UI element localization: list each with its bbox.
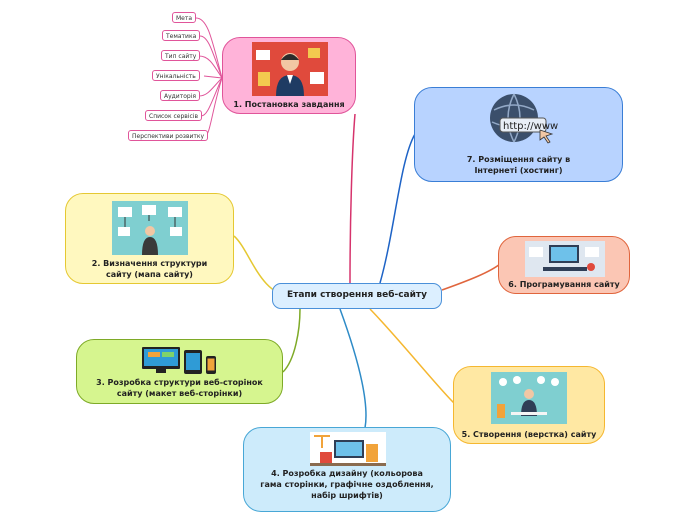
node-rozmishchennya-hosting[interactable]: http://www 7. Розміщення сайту в Інтерне… (414, 87, 623, 182)
devices-icon (142, 347, 216, 374)
node-prohramuvannya[interactable]: 6. Програмування сайту (498, 236, 630, 294)
node-stvorennya-verstka[interactable]: 5. Створення (верстка) сайту (453, 366, 605, 444)
node-rozrobka-dyzaynu[interactable]: 4. Розробка дизайну (кольорова гама стор… (243, 427, 451, 512)
node-label: 4. Розробка дизайну (кольорова гама стор… (260, 469, 434, 500)
subtopic-audytoriya[interactable]: Аудиторія (160, 90, 200, 101)
subtopic-meta[interactable]: Мета (172, 12, 197, 23)
subtopic-perspektyvy[interactable]: Перспективи розвитку (128, 130, 209, 141)
node-postanovka-zavdannya[interactable]: 1. Постановка завдання (222, 37, 356, 114)
node-label: 1. Постановка завдання (233, 100, 345, 109)
design-workspace-illustration (310, 432, 386, 466)
node-label: 5. Створення (верстка) сайту (461, 430, 597, 439)
sitemap-illustration (112, 201, 188, 255)
node-maket-storinky[interactable]: 3. Розробка структури веб-сторінок сайту… (76, 339, 283, 404)
subtopic-unikalnist[interactable]: Унікальність (152, 70, 200, 81)
subtopic-tematyka[interactable]: Тематика (162, 30, 201, 41)
node-struktura-saytu[interactable]: 2. Визначення структури сайту (мапа сайт… (65, 193, 234, 284)
node-label: 7. Розміщення сайту в Інтернеті (хостинг… (466, 155, 571, 175)
node-label: 3. Розробка структури веб-сторінок сайту… (96, 378, 263, 398)
globe-http-icon: http://www (490, 93, 558, 144)
svg-text:http://www: http://www (503, 121, 558, 132)
businessman-illustration (252, 42, 328, 96)
developer-illustration (491, 372, 567, 424)
node-label: 6. Програмування сайту (508, 280, 620, 289)
central-topic[interactable]: Етапи створення веб-сайту (272, 283, 442, 309)
coding-illustration (525, 241, 605, 277)
subtopic-spysok-servisiv[interactable]: Список сервісів (145, 110, 203, 121)
subtopic-typ-saytu[interactable]: Тип сайту (161, 50, 201, 61)
node-label: 2. Визначення структури сайту (мапа сайт… (91, 259, 208, 279)
